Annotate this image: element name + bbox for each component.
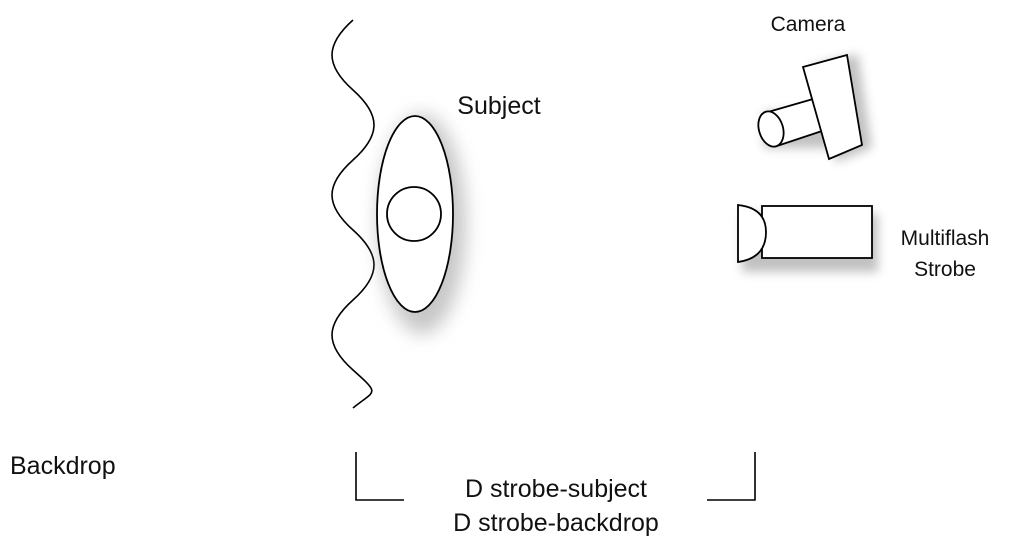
backdrop-label: Backdrop (10, 452, 116, 480)
distance-bracket-right (707, 452, 756, 501)
strobe-label-line2: Strobe (914, 258, 976, 281)
distance-label-strobe-backdrop: D strobe-backdrop (453, 509, 659, 537)
camera-body (801, 53, 864, 161)
distance-label-strobe-subject: D strobe-subject (465, 475, 647, 503)
strobe-body (761, 205, 873, 259)
backdrop-wave (331, 19, 375, 409)
subject-head (386, 186, 442, 242)
subject-label: Subject (457, 92, 540, 120)
strobe-head (737, 203, 767, 264)
camera-label: Camera (771, 13, 846, 36)
distance-bracket-left (355, 452, 404, 501)
strobe-label-line1: Multiflash (901, 227, 990, 250)
